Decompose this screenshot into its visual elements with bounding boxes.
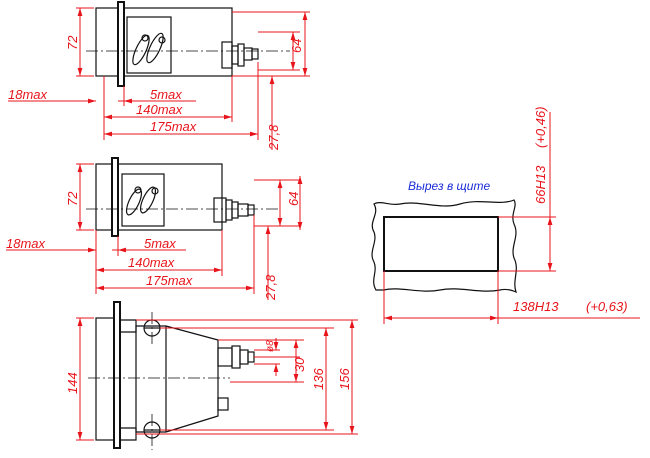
contacts-icon (132, 32, 166, 66)
dim-64: 64 (286, 192, 301, 206)
contacts-icon (125, 186, 159, 216)
dim-144: 144 (65, 372, 80, 394)
dim-175max: 175max (150, 119, 197, 134)
cutout-height-tol: (+0,46) (533, 106, 548, 148)
dim-140max: 140max (136, 102, 183, 117)
view-2 (86, 157, 280, 237)
view-3-dimensions: 144 ø8 30 136 156 (65, 317, 358, 441)
dim-30: 30 (292, 357, 307, 372)
cutout-dimensions: 66H13 (+0,46) 138H13 (+0,63) (383, 106, 640, 324)
dim-64: 64 (289, 39, 304, 53)
dim-136: 136 (311, 368, 326, 390)
cutout-width-tol: (+0,63) (586, 299, 628, 314)
dim-72: 72 (65, 191, 80, 206)
dim-72: 72 (65, 35, 80, 50)
dim-156: 156 (337, 368, 352, 390)
cutout-width: 138H13 (513, 299, 559, 314)
panel-cutout: Вырез в щите (371, 179, 518, 294)
dim-5max: 5max (150, 87, 182, 102)
cutout-height: 66H13 (533, 165, 548, 204)
dim-18max: 18max (6, 236, 46, 251)
view-2-dimensions: 72 64 18max 5max 140max 175max 27,8 (6, 163, 303, 301)
dim-18max: 18max (8, 87, 48, 102)
dim-140max: 140max (128, 255, 175, 270)
dim-175max: 175max (146, 273, 193, 288)
cutout-title: Вырез в щите (408, 179, 490, 193)
dim-5max: 5max (144, 236, 176, 251)
dim-d8: ø8 (265, 340, 276, 352)
dim-27-8: 27,8 (266, 124, 281, 151)
view-1 (86, 1, 290, 87)
view-1-dimensions: 72 64 18max 5max 140max 175max 27,8 (8, 7, 310, 151)
dim-27-8: 27,8 (263, 274, 278, 301)
view-3 (88, 301, 255, 450)
